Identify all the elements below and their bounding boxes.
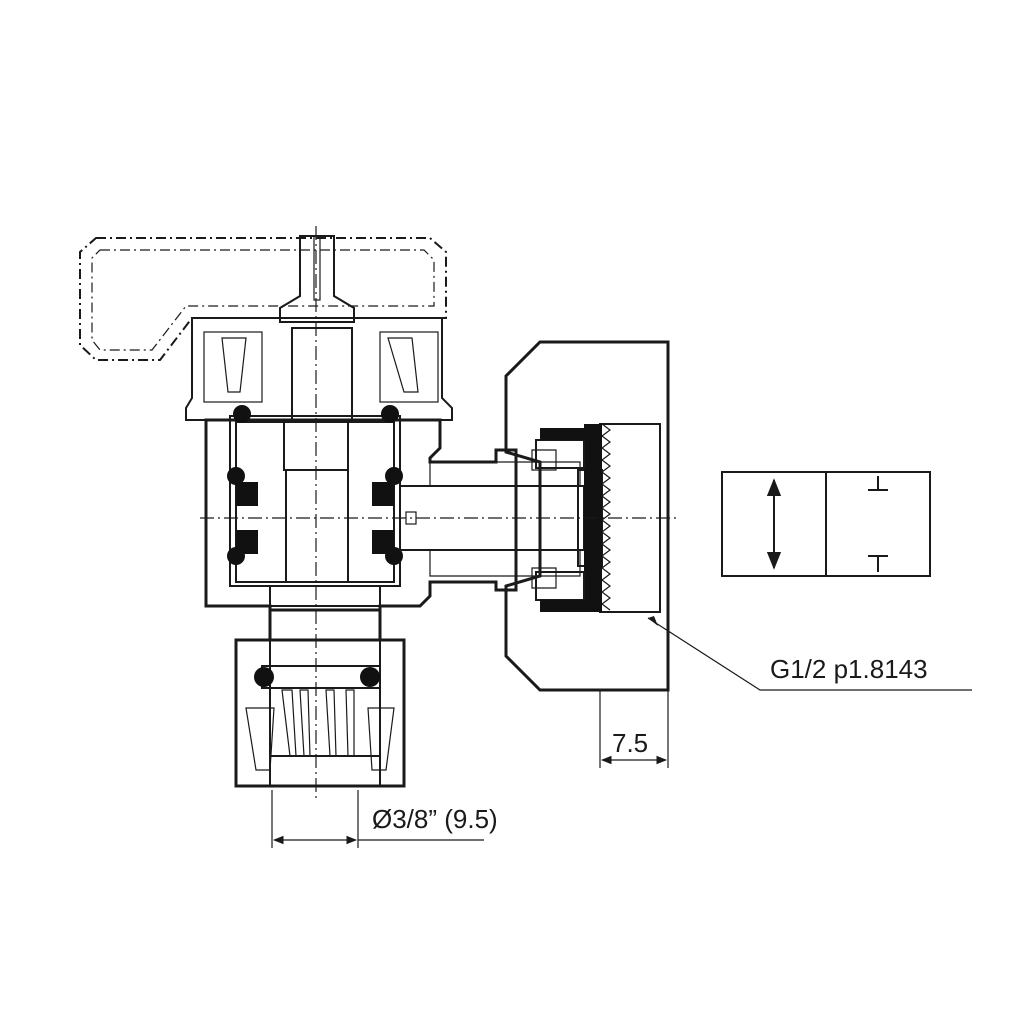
- pipe-diameter-label: Ø3/8” (9.5): [372, 804, 498, 834]
- thread-callout-leader: [647, 616, 972, 691]
- valve-body: [204, 415, 518, 642]
- thread-depth-label: 7.5: [612, 728, 648, 758]
- body-o-rings: [227, 405, 403, 565]
- thread-callout-label: G1/2 p1.8143: [770, 654, 928, 684]
- compression-fitting: [234, 608, 406, 788]
- valve-stem: [279, 235, 355, 323]
- handle-phantom-outline: [79, 237, 447, 361]
- valve-bonnet: [185, 317, 453, 421]
- side-outlet-pipe: [399, 461, 603, 577]
- union-nut: [504, 340, 670, 692]
- centerlines: [200, 226, 680, 800]
- pipe-diameter-dimension: [271, 790, 484, 848]
- valve-schematic-symbol: [721, 471, 931, 577]
- thread-depth-dimension: [599, 690, 669, 768]
